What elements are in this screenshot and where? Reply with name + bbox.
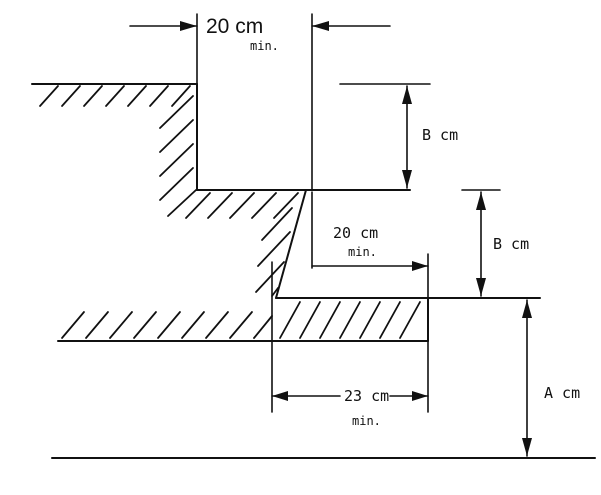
overhang-label: 20 cm	[333, 224, 378, 242]
dimension-step-overhang: 20 cm min.	[311, 224, 429, 299]
sloped-riser	[255, 189, 313, 299]
dimension-upper-riser: B cm	[339, 83, 458, 189]
lower-riser-label: B cm	[493, 235, 529, 253]
dimension-tread-depth: 23 cm min.	[271, 340, 429, 428]
upper-wall	[159, 83, 198, 217]
lower-tread	[57, 261, 541, 413]
base-height-label: A cm	[544, 384, 580, 402]
tread-label: 23 cm	[344, 387, 389, 405]
upper-riser-label: B cm	[422, 126, 458, 144]
dimension-top-width: 20 cm min.	[129, 13, 391, 191]
overhang-qualifier: min.	[348, 245, 377, 259]
tread-qualifier: min.	[352, 414, 381, 428]
top-width-label: 20 cm	[206, 15, 263, 38]
dimension-lower-riser: B cm	[461, 189, 529, 297]
top-width-qualifier: min.	[250, 39, 279, 53]
dimension-base-height: A cm	[522, 299, 580, 457]
upper-ground	[31, 83, 198, 107]
upper-step	[185, 189, 411, 219]
